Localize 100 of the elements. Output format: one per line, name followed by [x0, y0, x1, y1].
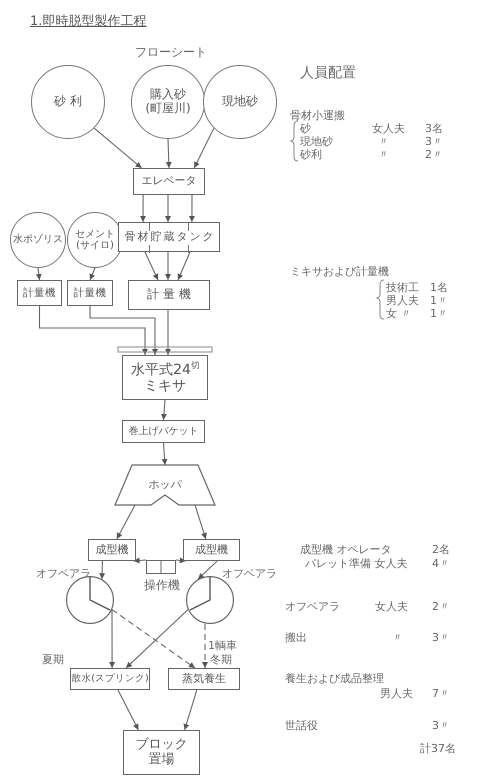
staff-note: オフベアラ — [285, 599, 340, 614]
staff-note: パレット準備 女人夫 — [305, 556, 408, 571]
arrow — [165, 252, 171, 280]
process-box — [183, 539, 240, 561]
arrow — [165, 195, 171, 222]
arrow — [99, 560, 106, 580]
staff-note: 7〃 — [432, 686, 450, 701]
node-label: ホッパ — [148, 478, 182, 492]
arrow — [178, 252, 190, 280]
process-box — [17, 280, 62, 306]
staff-note: 計37名 — [420, 741, 456, 756]
node-label: エレベータ — [142, 175, 196, 188]
node-label: 水平式24$^{切}$ミキサ — [130, 360, 200, 394]
node-label: ブロック置場 — [134, 738, 188, 768]
node-label: 散水(スプリンク) — [71, 674, 149, 684]
node-label: 水ポゾリス — [12, 234, 64, 246]
staff-note: ミキサおよび計量機 — [290, 264, 389, 279]
node-label: 蒸気養生 — [182, 672, 226, 686]
node-label: 計量機 — [74, 286, 106, 300]
staff-note: 3名 — [425, 121, 443, 136]
arrow — [194, 128, 214, 168]
process-box — [122, 420, 205, 443]
node-label: 購入砂(町屋川) — [145, 88, 191, 116]
arrow — [183, 690, 198, 730]
staff-note: 男人夫 — [380, 686, 413, 701]
staff-note: 3〃 — [425, 134, 443, 149]
staff-note: 3〃 — [432, 630, 450, 645]
dashed-arrow — [202, 624, 208, 668]
staff-note: 骨材小運搬 — [290, 108, 345, 123]
staff-note: 女 〃 — [386, 306, 412, 321]
arrow — [109, 610, 116, 668]
arrow — [188, 195, 195, 222]
staff-note: 女人夫 — [375, 599, 408, 614]
process-box — [168, 668, 240, 690]
node-caption: オフベアラ — [222, 566, 277, 581]
arrow — [144, 252, 158, 280]
node-label: 成型機 — [96, 544, 128, 556]
staff-note: 砂利 — [300, 147, 322, 162]
diagram-title: 1.即時脱型製作工程 — [30, 13, 146, 30]
staff-note: 4〃 — [432, 556, 450, 571]
arrow — [160, 400, 167, 420]
staff-note: 養生および成品整理 — [285, 671, 384, 686]
arrow — [90, 268, 96, 280]
control-box — [146, 560, 176, 574]
heading-text: フローシート — [135, 44, 207, 61]
arrow — [94, 128, 142, 168]
dashed-arrow — [112, 609, 196, 668]
arrow — [36, 268, 42, 280]
control-label: 操作機 — [144, 577, 180, 594]
heading-text: 人員配置 — [300, 64, 356, 82]
staff-note: 3〃 — [432, 718, 450, 733]
staff-note: 2〃 — [432, 599, 450, 614]
storage-tank-box — [118, 222, 220, 252]
process-box — [67, 280, 113, 306]
staff-note: 技術工 — [386, 280, 419, 295]
arrow — [140, 195, 146, 222]
arrow — [194, 504, 207, 540]
node-label: 成型機 — [195, 544, 228, 556]
arrow — [134, 558, 146, 564]
staff-note: 男人夫 — [386, 293, 419, 308]
staff-note: 2〃 — [425, 147, 443, 162]
arrow — [38, 306, 148, 355]
node-label: 砂 利 — [53, 95, 83, 109]
process-box — [123, 730, 200, 775]
process-box — [70, 668, 150, 690]
edge-label: 1輌車 — [208, 638, 237, 653]
node-label: セメント(サイロ) — [74, 228, 116, 252]
node-label: 計量機 — [23, 286, 56, 300]
arrow — [166, 138, 172, 168]
arrow — [126, 609, 188, 668]
arrow — [118, 690, 139, 730]
staff-note: 1〃 — [430, 306, 448, 321]
node-caption: 冬期 — [210, 652, 232, 667]
node-label: 計 量 機 — [147, 288, 191, 302]
node-label: 巻上げバケット — [128, 426, 198, 438]
staff-note: 世話役 — [285, 718, 318, 733]
staff-note: 成型機 オペレータ — [300, 542, 392, 557]
staff-note: 女人夫 — [372, 121, 405, 136]
staff-note: 2名 — [432, 542, 450, 557]
process-box — [133, 168, 205, 195]
staff-note: 砂 — [300, 121, 311, 136]
staff-note: 〃 — [392, 630, 403, 645]
arrow — [176, 557, 186, 564]
staff-note: 〃 — [378, 134, 389, 149]
arrow — [89, 306, 158, 355]
staff-note: 現地砂 — [300, 134, 333, 149]
staff-note: 1〃 — [430, 293, 448, 308]
process-box — [122, 355, 208, 400]
arrow — [165, 310, 171, 355]
process-box — [88, 539, 136, 561]
staff-note: 1名 — [430, 280, 448, 295]
arrow — [162, 442, 168, 466]
arrow — [198, 560, 218, 580]
staff-note: 〃 — [378, 147, 389, 162]
node-label: 骨材貯蔵タンク — [124, 230, 216, 244]
node-label: 現地砂 — [221, 95, 259, 109]
staff-note: 搬出 — [285, 630, 307, 645]
node-caption: 夏期 — [42, 652, 64, 667]
hopper-shape — [115, 465, 215, 505]
process-box — [128, 280, 210, 310]
